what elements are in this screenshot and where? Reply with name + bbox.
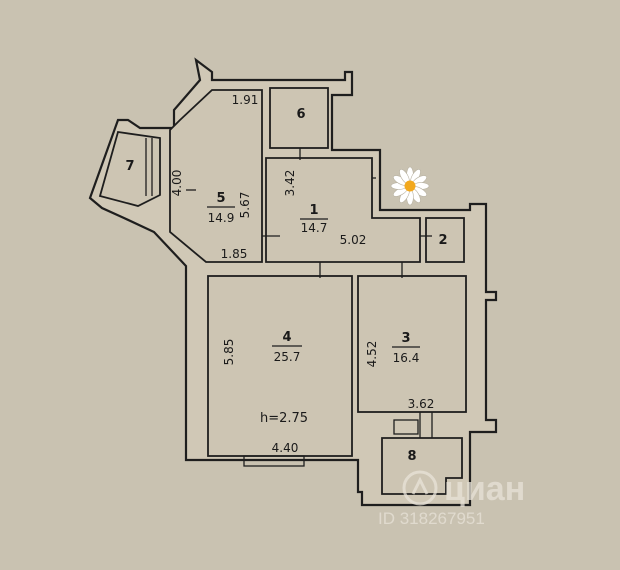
room-4-area: 25.7 xyxy=(274,350,301,364)
dim-3-62: 3.62 xyxy=(408,397,435,411)
watermark-brand: циан xyxy=(444,470,525,508)
dim-5-85: 5.85 xyxy=(222,339,236,366)
room-4 xyxy=(207,275,353,457)
room-8 xyxy=(381,437,463,495)
room-5-area: 14.9 xyxy=(208,211,235,225)
cian-logo-icon xyxy=(402,470,438,506)
cian-watermark: циан ID 318267951 xyxy=(378,470,525,528)
room-8-number: 8 xyxy=(407,449,416,464)
daisy-icon xyxy=(390,166,430,206)
room-2-number: 2 xyxy=(438,233,447,248)
dim-1-91: 1.91 xyxy=(232,93,259,107)
room-1-number: 1 xyxy=(309,203,318,218)
room-5-number: 5 xyxy=(216,191,225,206)
room-7-number: 7 xyxy=(125,159,134,174)
room-3-area: 16.4 xyxy=(393,351,420,365)
room-7-balcony xyxy=(98,130,161,207)
dim-5-67: 5.67 xyxy=(238,192,252,219)
room-1-area: 14.7 xyxy=(301,221,328,235)
ceiling-height: h=2.75 xyxy=(260,411,308,426)
room-4-number: 4 xyxy=(282,330,291,345)
room-5 xyxy=(169,89,263,263)
room-6 xyxy=(269,87,329,149)
daisy-center xyxy=(404,180,416,192)
room-1-hall xyxy=(265,157,421,263)
door-marks xyxy=(186,148,433,467)
dim-4-52: 4.52 xyxy=(365,341,379,368)
room-6-number: 6 xyxy=(296,107,305,122)
room-3-number: 3 xyxy=(401,331,410,346)
dim-3-42: 3.42 xyxy=(283,170,297,197)
room-2 xyxy=(425,217,465,263)
dim-1-85: 1.85 xyxy=(221,247,248,261)
dim-5-02: 5.02 xyxy=(340,233,367,247)
watermark-id: ID 318267951 xyxy=(378,509,485,528)
dim-4-40: 4.40 xyxy=(272,441,299,455)
dim-4-00: 4.00 xyxy=(170,170,184,197)
room-3 xyxy=(357,275,467,413)
